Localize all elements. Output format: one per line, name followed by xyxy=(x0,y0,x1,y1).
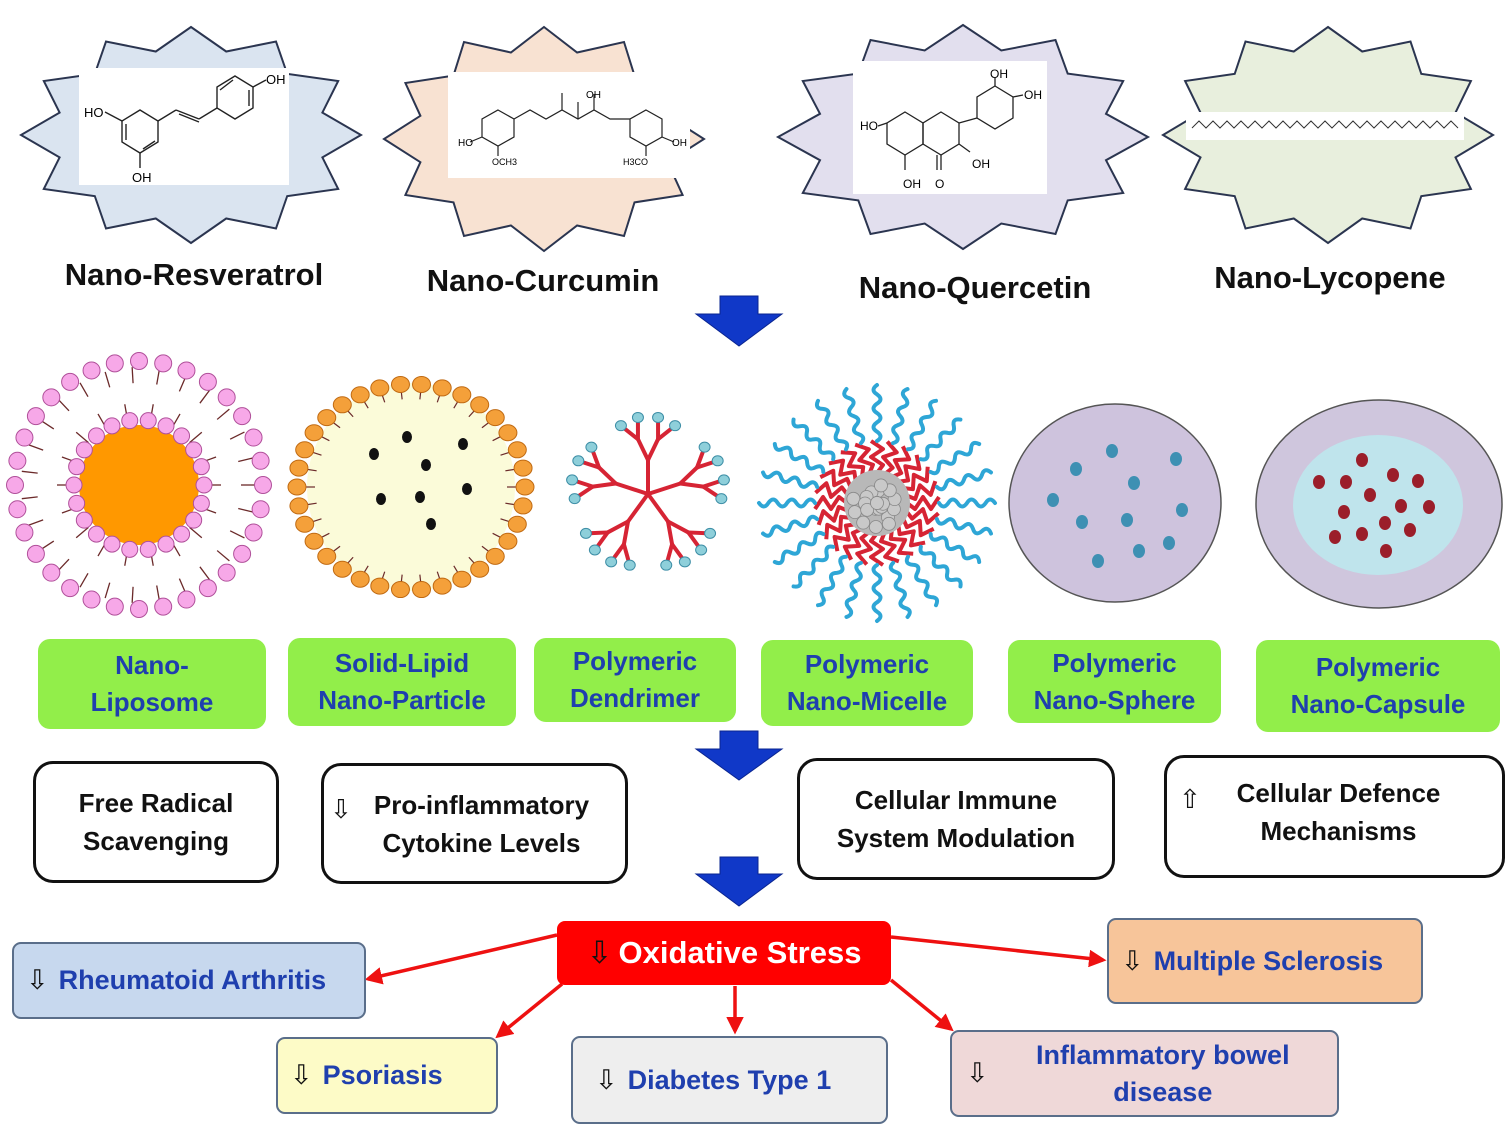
compound-name-curcumin: Nano-Curcumin xyxy=(426,263,660,298)
down-arrow-icon: ⇩ xyxy=(595,1064,618,1095)
carrier-label-nanocapsule: Polymeric Nano-Capsule xyxy=(1256,640,1500,732)
disease-rheumatoid-arthritis: ⇩ Rheumatoid Arthritis xyxy=(12,942,366,1019)
flow-arrow-1 xyxy=(694,295,784,347)
effect-line1: Cellular Immune xyxy=(854,785,1058,815)
oxidative-stress-label: Oxidative Stress xyxy=(618,935,862,970)
carrier-label-line1: Polymeric xyxy=(1315,652,1441,682)
curcumin-structure xyxy=(469,93,675,156)
quercetin-oh-mid: OH xyxy=(972,157,990,171)
effect-line2: Scavenging xyxy=(83,826,229,856)
polymeric-nano-capsule-illustration xyxy=(1255,399,1503,609)
structure-panel-lycopene xyxy=(1186,112,1464,140)
polymeric-nano-sphere-illustration xyxy=(1008,403,1222,603)
disease-inflammatory-bowel: ⇩ Inflammatory bowel disease xyxy=(950,1030,1339,1117)
quercetin-o: O xyxy=(935,177,944,191)
effect-line1: Cellular Defence xyxy=(1236,777,1441,808)
flow-arrow-2 xyxy=(694,730,784,781)
curcumin-och3: OCH3 xyxy=(492,157,517,167)
carrier-label-line2: Nano-Particle xyxy=(318,685,486,715)
quercetin-ho-left: HO xyxy=(860,119,878,133)
carrier-label-line2: Liposome xyxy=(90,687,214,717)
compound-name-lycopene: Nano-Lycopene xyxy=(1214,260,1446,295)
disease-label: Psoriasis xyxy=(322,1060,443,1090)
compound-name-resveratrol: Nano-Resveratrol xyxy=(64,257,324,292)
down-arrow-icon: ⇩ xyxy=(26,965,49,995)
flow-arrow-3 xyxy=(694,856,784,907)
carrier-label-line2: Dendrimer xyxy=(569,683,701,713)
resveratrol-oh-top: OH xyxy=(266,72,286,87)
carrier-label-solid-lipid: Solid-Lipid Nano-Particle xyxy=(288,638,516,726)
disease-label: Rheumatoid Arthritis xyxy=(58,965,327,995)
carrier-label-line1: Polymeric xyxy=(572,646,698,676)
effect-line2: Cytokine Levels xyxy=(382,827,581,858)
carrier-label-dendrimer: Polymeric Dendrimer xyxy=(534,638,736,722)
down-arrow-icon: ⇩ xyxy=(1121,945,1144,976)
carrier-label-line2: Nano-Capsule xyxy=(1290,689,1466,719)
disease-multiple-sclerosis: ⇩ Multiple Sclerosis xyxy=(1107,918,1423,1004)
effect-line2: Mechanisms xyxy=(1260,815,1417,846)
up-arrow-icon: ⇧ xyxy=(1179,784,1201,814)
down-arrow-icon: ⇩ xyxy=(586,935,613,970)
resveratrol-oh-bottom: OH xyxy=(132,170,152,185)
down-arrow-icon: ⇩ xyxy=(290,1060,313,1090)
quercetin-oh-2: OH xyxy=(1024,88,1042,102)
lycopene-structure xyxy=(1191,120,1459,129)
disease-label: Diabetes Type 1 xyxy=(627,1064,832,1095)
connector-multiple-sclerosis xyxy=(890,935,1107,968)
structure-panel-curcumin xyxy=(448,72,690,178)
down-arrow-icon: ⇩ xyxy=(966,1058,989,1088)
disease-label: Inflammatory bowel xyxy=(1036,1039,1290,1070)
structure-panel-quercetin xyxy=(853,61,1047,194)
disease-label-line2: disease xyxy=(1113,1076,1213,1107)
quercetin-oh-1: OH xyxy=(990,67,1008,81)
structure-panel-resveratrol xyxy=(79,68,289,185)
effect-line2: System Modulation xyxy=(836,823,1076,853)
polymeric-dendrimer-illustration xyxy=(566,411,730,571)
curcumin-ho-left: HO xyxy=(458,138,473,149)
carrier-label-line1: Polymeric xyxy=(1052,647,1177,678)
curcumin-h3co: H3CO xyxy=(623,157,648,167)
polymeric-nano-micelle-illustration xyxy=(757,383,997,623)
quercetin-oh-bottom: OH xyxy=(903,177,921,191)
disease-diabetes-type-1: ⇩ Diabetes Type 1 xyxy=(571,1036,888,1124)
carrier-label-line1: Polymeric xyxy=(804,649,930,679)
compound-name-quercetin: Nano-Quercetin xyxy=(858,270,1092,305)
carrier-label-line1: Nano- xyxy=(115,650,189,680)
carrier-label-line1: Solid-Lipid xyxy=(334,648,470,678)
connector-psoriasis xyxy=(495,982,564,1039)
nano-liposome-illustration xyxy=(6,352,272,618)
oxidative-stress-box: ⇩ Oxidative Stress xyxy=(557,921,891,985)
down-arrow-icon: ⇩ xyxy=(330,794,352,824)
connector-ibd xyxy=(889,978,954,1032)
curcumin-oh-right: OH xyxy=(672,138,687,149)
carrier-label-liposome: Nano- Liposome xyxy=(38,639,266,729)
connector-rheumatoid xyxy=(364,933,558,985)
resveratrol-ho-left: HO xyxy=(84,105,104,120)
curcumin-oh-top: OH xyxy=(586,90,601,101)
disease-label: Multiple Sclerosis xyxy=(1153,945,1384,976)
carrier-label-micelle: Polymeric Nano-Micelle xyxy=(761,640,973,726)
carrier-label-line2: Nano-Micelle xyxy=(786,686,948,716)
carrier-label-nanosphere: Polymeric Nano-Sphere xyxy=(1008,640,1221,723)
solid-lipid-nanoparticle-illustration xyxy=(287,375,535,599)
quercetin-structure xyxy=(877,78,1024,170)
disease-psoriasis: ⇩ Psoriasis xyxy=(276,1037,498,1114)
resveratrol-structure xyxy=(104,75,267,168)
carrier-label-line2: Nano-Sphere xyxy=(1033,684,1196,715)
effect-line1: Free Radical xyxy=(78,788,234,818)
effect-line1: Pro-inflammatory xyxy=(373,789,590,820)
